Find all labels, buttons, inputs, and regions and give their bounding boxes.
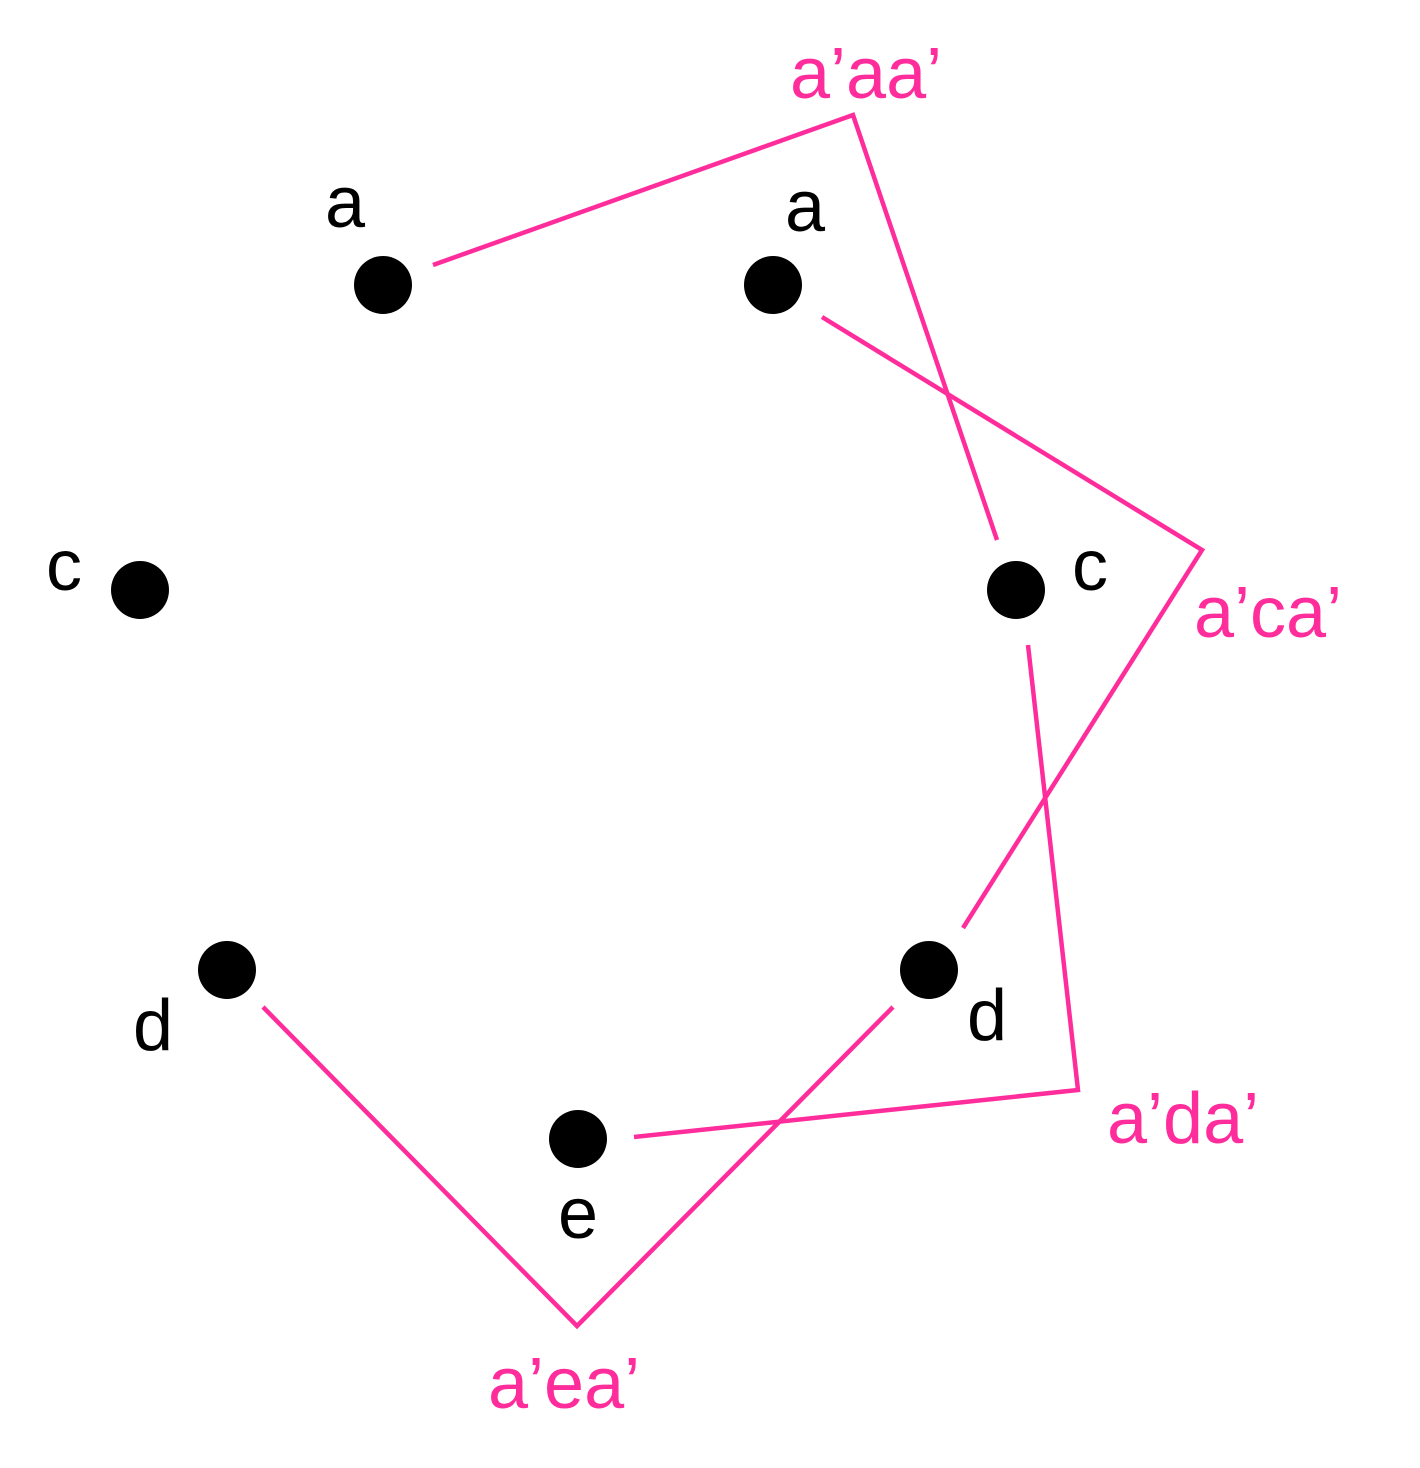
node-label-c-right: c <box>1072 526 1108 606</box>
node-c-right <box>987 561 1045 619</box>
path-a-ca <box>820 315 1206 930</box>
path-a-ea <box>261 1005 895 1330</box>
node-d-left <box>198 941 256 999</box>
node-a-left <box>354 256 412 314</box>
node-label-a-right: a <box>785 167 826 247</box>
conj-label-ada: a’da’ <box>1107 1079 1259 1159</box>
node-e <box>549 1110 607 1168</box>
nodes <box>111 256 1045 1168</box>
path-a-aa <box>432 112 1000 541</box>
path-a-da <box>633 644 1081 1140</box>
node-label-a-left: a <box>325 163 366 243</box>
node-label-e: e <box>558 1174 598 1254</box>
conj-label-aea: a’ea’ <box>488 1344 640 1424</box>
node-a-right <box>744 256 802 314</box>
conjugation-labels: a’aa’ a’ca’ a’da’ a’ea’ <box>488 34 1342 1424</box>
node-label-c-left: c <box>46 526 82 606</box>
node-d-right <box>900 941 958 999</box>
node-labels: a a c c d d e <box>46 163 1108 1254</box>
conj-label-aca: a’ca’ <box>1194 573 1342 653</box>
node-c-left <box>111 561 169 619</box>
node-label-d-right: d <box>967 976 1007 1056</box>
node-label-d-left: d <box>133 986 173 1066</box>
conj-label-aaa: a’aa’ <box>790 34 942 114</box>
conjugation-paths <box>261 112 1206 1330</box>
